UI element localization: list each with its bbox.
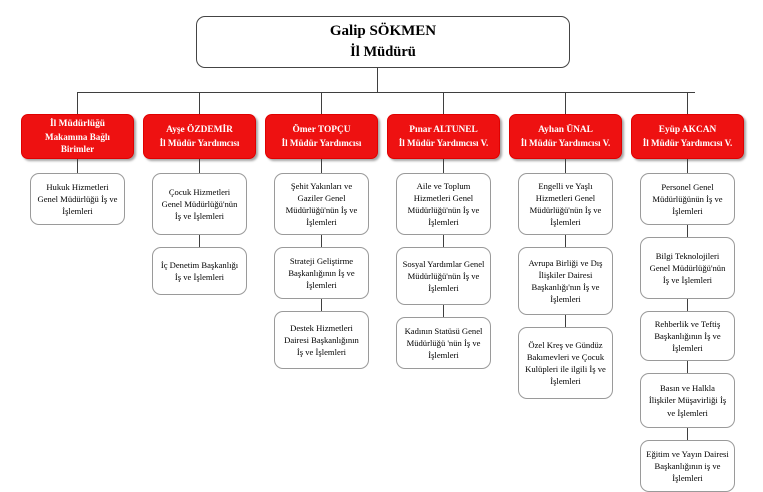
connector-2-0 (199, 159, 200, 173)
unit-node-3-3[interactable]: Destek Hizmetleri Dairesi Başkanlığının … (274, 311, 369, 369)
bus-drop-1 (77, 92, 78, 114)
manager-node-2[interactable]: Ayşe ÖZDEMİR İl Müdür Yardımcısı (143, 114, 256, 159)
manager-node-5[interactable]: Ayhan ÜNAL İl Müdür Yardımcısı V. (509, 114, 622, 159)
unit-label-3-1: Şehit Yakınları ve Gaziler Genel Müdürlü… (285, 180, 358, 228)
connector-6-4 (687, 428, 688, 440)
manager-name-3: Ömer TOPÇU (292, 125, 351, 136)
unit-label-2-1: Çocuk Hizmetleri Genel Müdürlüğü'nün İş … (161, 186, 238, 222)
unit-label-5-3: Özel Kreş ve Gündüz Bakımevleri ve Çocuk… (525, 339, 606, 387)
connector-1-0 (77, 159, 78, 173)
unit-label-1-1: Hukuk Hizmetleri Genel Müdürlüğü İş ve İ… (37, 181, 118, 217)
manager-name-1: İl Müdürlüğü (50, 119, 105, 130)
connector-6-2 (687, 299, 688, 311)
unit-label-3-2: Strateji Geliştirme Başkanlığının İş ve … (288, 255, 355, 291)
unit-label-2-2: İç Denetim Başkanlığı İş ve İşlemleri (160, 259, 239, 282)
bus-drop-5 (565, 92, 566, 114)
unit-label-4-1: Aile ve Toplum Hizmetleri Genel Müdürlüğ… (407, 180, 480, 228)
bus-drop-4 (443, 92, 444, 114)
connector-3-1 (321, 235, 322, 247)
manager-title-4: İl Müdür Yardımcısı V. (398, 137, 489, 148)
connector-6-3 (687, 361, 688, 373)
connector-5-2 (565, 315, 566, 327)
manager-title-2: İl Müdür Yardımcısı (159, 137, 240, 148)
connector-4-2 (443, 305, 444, 317)
unit-node-4-1[interactable]: Aile ve Toplum Hizmetleri Genel Müdürlüğ… (396, 173, 491, 235)
root-title: İl Müdürü (350, 44, 416, 61)
horizontal-bus-line (77, 92, 695, 93)
unit-label-6-5: Eğitim ve Yayın Dairesi Başkanlığının iş… (646, 448, 729, 484)
unit-label-4-2: Sosyal Yardımlar Genel Müdürlüğü'nün İş … (402, 258, 485, 294)
manager-name-5: Ayhan ÜNAL (538, 125, 593, 136)
bus-drop-6 (687, 92, 688, 114)
connector-2-1 (199, 235, 200, 247)
manager-title-6: İl Müdür Yardımcısı V. (642, 137, 733, 148)
connector-3-0 (321, 159, 322, 173)
root-stem-line (377, 68, 378, 92)
unit-label-6-4: Basın ve Halkla İlişkiler Müşavirliği İş… (648, 383, 727, 418)
bus-drop-3 (321, 92, 322, 114)
unit-node-6-5[interactable]: Eğitim ve Yayın Dairesi Başkanlığının iş… (640, 440, 735, 492)
manager-title-3: İl Müdür Yardımcısı (281, 137, 362, 148)
unit-label-6-1: Personel Genel Müdürlüğünün İş ve İşleml… (652, 181, 723, 217)
manager-node-4[interactable]: Pınar ALTUNEL İl Müdür Yardımcısı V. (387, 114, 500, 159)
unit-node-4-2[interactable]: Sosyal Yardımlar Genel Müdürlüğü'nün İş … (396, 247, 491, 305)
unit-node-3-2[interactable]: Strateji Geliştirme Başkanlığının İş ve … (274, 247, 369, 299)
unit-node-6-3[interactable]: Rehberlik ve Teftiş Başkanlığının İş ve … (640, 311, 735, 361)
unit-node-6-2[interactable]: Bilgi Teknolojileri Genel Müdürlüğü'nün … (640, 237, 735, 299)
connector-5-1 (565, 235, 566, 247)
connector-4-1 (443, 235, 444, 247)
manager-title-1: Makamına Bağlı (45, 131, 110, 142)
unit-node-4-3[interactable]: Kadının Statüsü Genel Müdürlüğü 'nün İş … (396, 317, 491, 369)
unit-label-4-3: Kadının Statüsü Genel Müdürlüğü 'nün İş … (404, 325, 483, 361)
unit-label-3-3: Destek Hizmetleri Dairesi Başkanlığının … (284, 322, 359, 358)
unit-node-6-1[interactable]: Personel Genel Müdürlüğünün İş ve İşleml… (640, 173, 735, 225)
manager-node-1[interactable]: İl Müdürlüğü Makamına Bağlı Birimler (21, 114, 134, 159)
root-node[interactable]: Galip SÖKMEN İl Müdürü (196, 16, 570, 68)
unit-label-5-2: Avrupa Birliği ve Dış İlişkiler Dairesi … (528, 257, 603, 305)
connector-6-1 (687, 225, 688, 237)
unit-node-6-4[interactable]: Basın ve Halkla İlişkiler Müşavirliği İş… (640, 373, 735, 428)
unit-node-5-3[interactable]: Özel Kreş ve Gündüz Bakımevleri ve Çocuk… (518, 327, 613, 399)
connector-5-0 (565, 159, 566, 173)
unit-node-5-1[interactable]: Engelli ve Yaşlı Hizmetleri Genel Müdürl… (518, 173, 613, 235)
connector-4-0 (443, 159, 444, 173)
manager-node-6[interactable]: Eyüp AKCAN İl Müdür Yardımcısı V. (631, 114, 744, 159)
unit-node-2-1[interactable]: Çocuk Hizmetleri Genel Müdürlüğü'nün İş … (152, 173, 247, 235)
manager-title-1b: Birimler (60, 143, 95, 154)
connector-6-0 (687, 159, 688, 173)
connector-3-2 (321, 299, 322, 311)
manager-name-6: Eyüp AKCAN (658, 125, 717, 136)
unit-node-3-1[interactable]: Şehit Yakınları ve Gaziler Genel Müdürlü… (274, 173, 369, 235)
unit-label-5-1: Engelli ve Yaşlı Hizmetleri Genel Müdürl… (529, 180, 602, 228)
unit-label-6-2: Bilgi Teknolojileri Genel Müdürlüğü'nün … (649, 250, 726, 286)
manager-name-2: Ayşe ÖZDEMİR (166, 125, 233, 136)
manager-name-4: Pınar ALTUNEL (409, 125, 478, 136)
unit-node-1-1[interactable]: Hukuk Hizmetleri Genel Müdürlüğü İş ve İ… (30, 173, 125, 225)
bus-drop-2 (199, 92, 200, 114)
manager-node-3[interactable]: Ömer TOPÇU İl Müdür Yardımcısı (265, 114, 378, 159)
root-name: Galip SÖKMEN (329, 22, 437, 39)
unit-node-2-2[interactable]: İç Denetim Başkanlığı İş ve İşlemleri (152, 247, 247, 295)
unit-label-6-3: Rehberlik ve Teftiş Başkanlığının İş ve … (654, 318, 721, 354)
unit-node-5-2[interactable]: Avrupa Birliği ve Dış İlişkiler Dairesi … (518, 247, 613, 315)
manager-title-5: İl Müdür Yardımcısı V. (520, 137, 611, 148)
